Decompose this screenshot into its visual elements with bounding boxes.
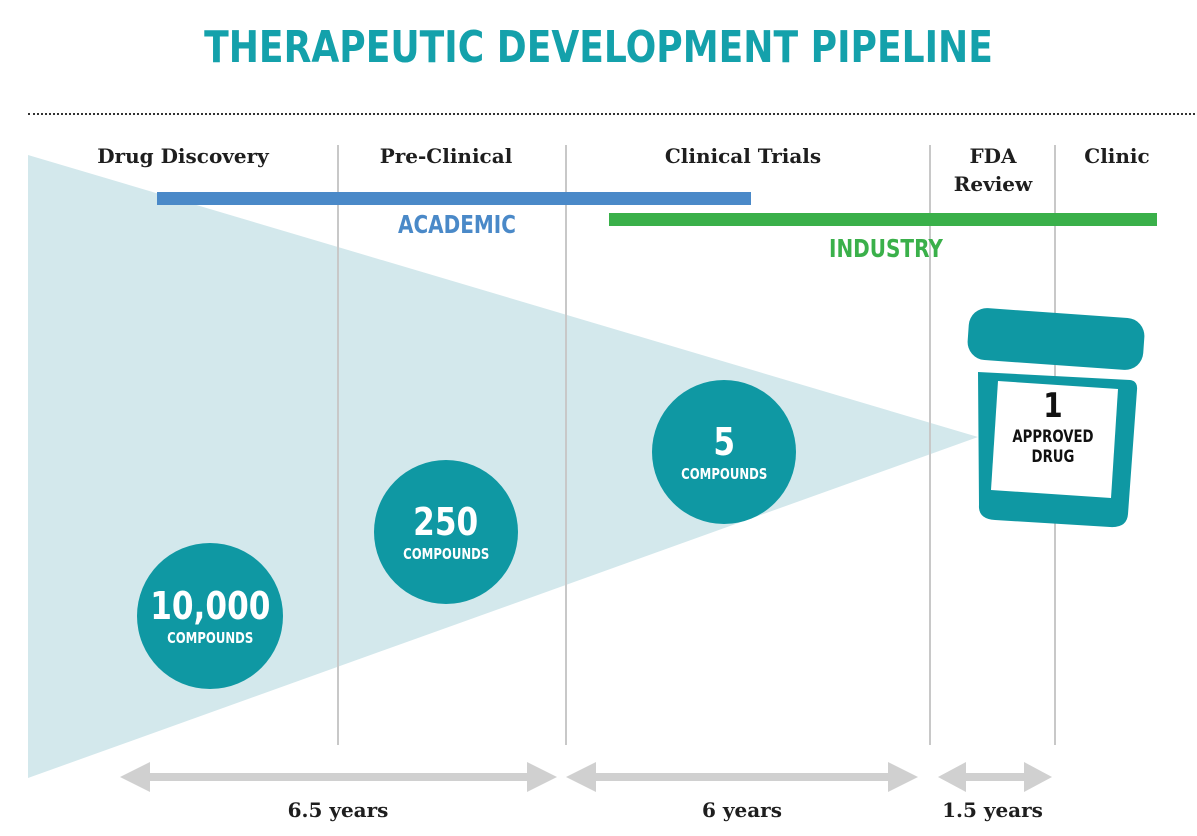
- pill-jar-icon: [967, 308, 1145, 528]
- compounds-count: 250: [413, 499, 479, 544]
- stage-label-clinic: Clinic: [1084, 144, 1150, 168]
- duration-label-clinical: 6 years: [702, 798, 782, 822]
- jar-label-panel: [991, 381, 1118, 498]
- stage-label-drug-discovery: Drug Discovery: [97, 144, 269, 168]
- academic-bar: [157, 192, 751, 205]
- duration-label-fda: 1.5 years: [942, 798, 1043, 822]
- stage-label-clinical-trials: Clinical Trials: [664, 144, 822, 168]
- compounds-unit: COMPOUNDS: [680, 464, 768, 483]
- approved-drug-line1: APPROVED: [1012, 427, 1094, 447]
- stage-label-pre-clinical: Pre-Clinical: [379, 144, 513, 168]
- compounds-count: 5: [713, 419, 735, 464]
- industry-label: INDUSTRY: [829, 234, 943, 263]
- academic-label: ACADEMIC: [398, 210, 516, 239]
- duration-label-discovery-preclinical: 6.5 years: [287, 798, 389, 822]
- jar-lid: [967, 308, 1145, 370]
- approved-drug-line2: DRUG: [1031, 447, 1075, 467]
- approved-drug-count: 1: [1043, 386, 1063, 426]
- compounds-circle-5: 5 COMPOUNDS: [652, 380, 796, 524]
- industry-bar: [609, 213, 1157, 226]
- title-divider: [28, 113, 1195, 115]
- duration-arrow: [566, 762, 918, 792]
- duration-arrow: [938, 762, 1052, 792]
- compounds-circle-250: 250 COMPOUNDS: [374, 460, 518, 604]
- compounds-count: 10,000: [149, 583, 271, 628]
- compounds-unit: COMPOUNDS: [402, 544, 490, 563]
- approved-drug-label: 1 APPROVED DRUG: [993, 389, 1113, 467]
- stage-label-fda-review: FDA Review: [953, 144, 1033, 196]
- duration-arrow: [120, 762, 557, 792]
- compounds-unit: COMPOUNDS: [166, 628, 254, 647]
- page-title: THERAPEUTIC DEVELOPMENT PIPELINE: [204, 22, 993, 73]
- compounds-circle-10000: 10,000 COMPOUNDS: [137, 543, 283, 689]
